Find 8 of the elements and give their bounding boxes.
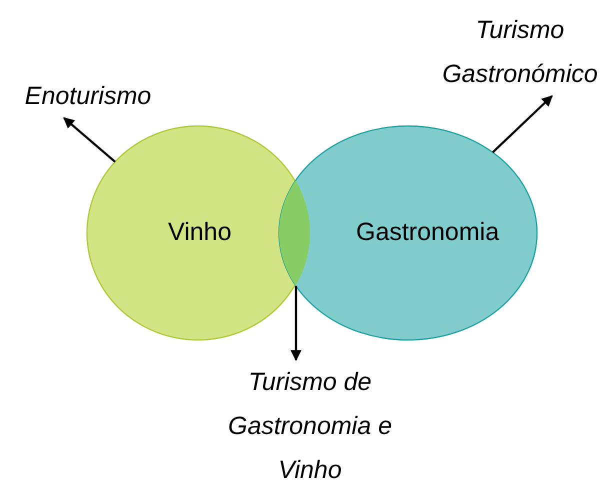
circle-label: Vinho [168,218,232,247]
arrow [290,286,302,362]
circle-label: Gastronomia [356,218,500,247]
arrow [63,117,116,163]
arrow [492,95,553,154]
concept-label: Turismo de Gastronomia e Vinho [205,360,415,480]
concept-label: Turismo Gastronómico [440,8,600,96]
concept-label: Enoturismo [8,74,168,118]
